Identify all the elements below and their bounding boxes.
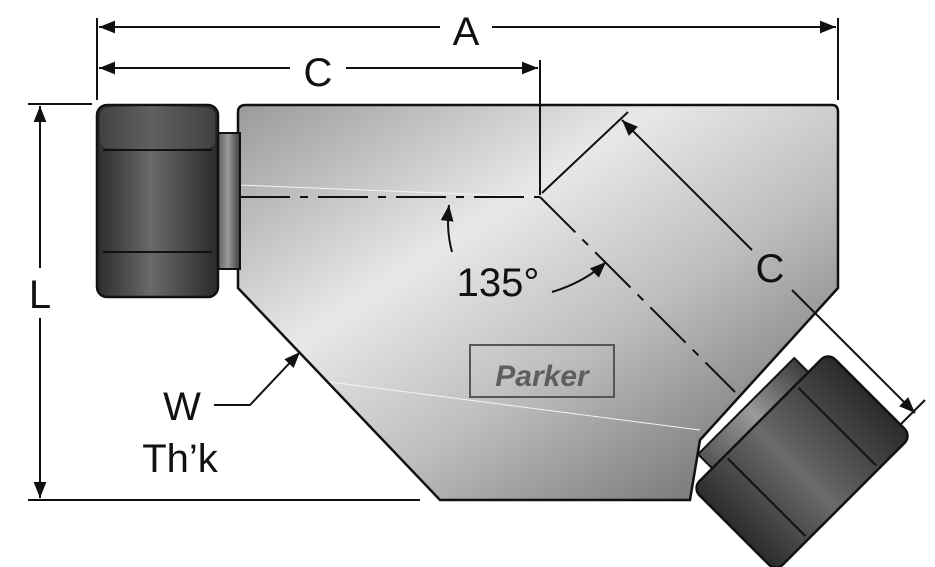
right-hex-nut [695, 355, 909, 567]
highlight-line [329, 381, 701, 431]
label-a: A [453, 10, 480, 54]
left-hex-nut [95, 103, 241, 299]
parker-logo: Parker [469, 344, 615, 398]
angle-arc [440, 204, 607, 293]
dimension-c-horizontal [99, 60, 541, 195]
label-l: L [29, 273, 51, 317]
highlight-line [237, 184, 541, 198]
label-thk: Th’k [142, 437, 219, 481]
svg-text:Parker: Parker [495, 360, 591, 393]
dimension-a [96, 18, 839, 100]
label-angle: 135° [457, 261, 540, 305]
center-lines [240, 196, 736, 393]
thickness-leader [214, 351, 301, 406]
dimension-c-angled [541, 111, 926, 426]
label-w: W [163, 385, 201, 429]
strainer-body [236, 103, 840, 502]
label-c-angled: C [756, 247, 785, 291]
label-c-horizontal: C [304, 51, 333, 95]
dimension-l [28, 103, 420, 501]
